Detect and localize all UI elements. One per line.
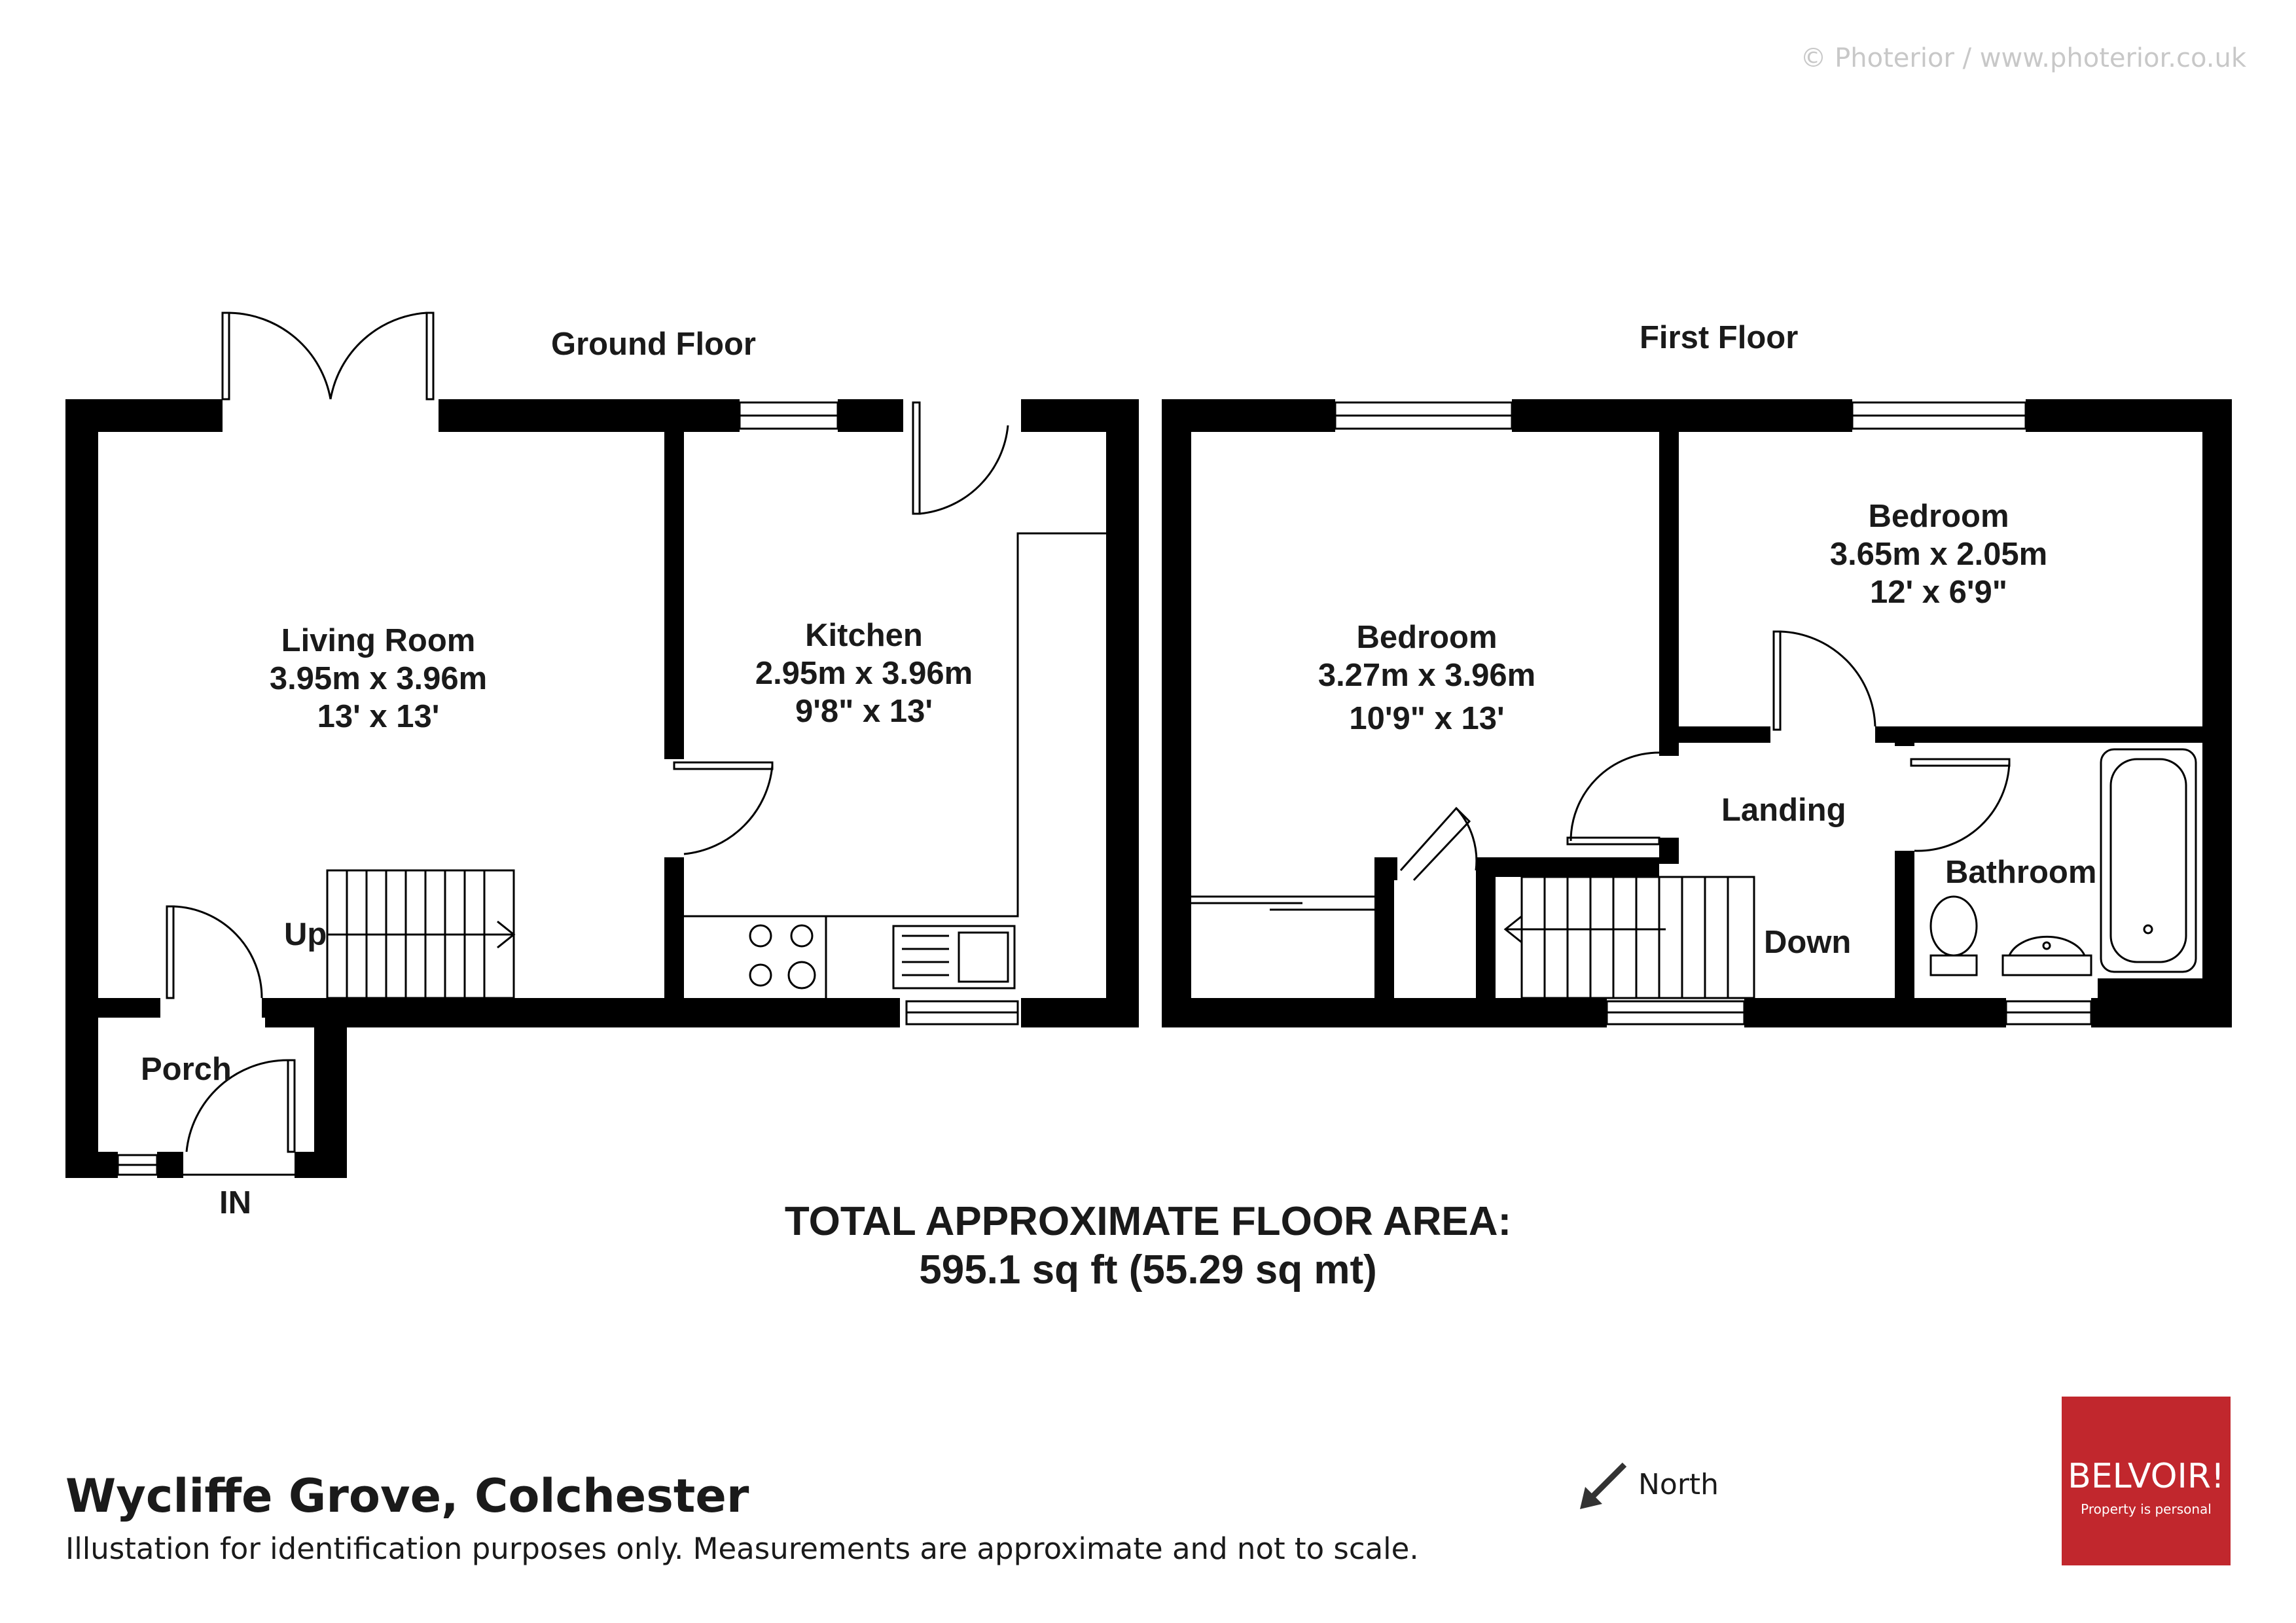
stairs-up-label: Up bbox=[284, 917, 327, 952]
total-area-value: 595.1 sq ft (55.29 sq mt) bbox=[919, 1247, 1377, 1293]
bathroom-label: Bathroom bbox=[1945, 855, 2097, 890]
kitchen-metric: 2.95m x 3.96m bbox=[755, 656, 973, 691]
north-arrow-icon bbox=[1580, 1462, 1627, 1509]
bedroom-1-imperial: 10'9" x 13' bbox=[1349, 701, 1505, 736]
bedroom-2-label: Bedroom 3.65m x 2.05m 12' x 6'9" bbox=[1830, 497, 2047, 611]
porch-label: Porch bbox=[141, 1052, 232, 1087]
entrance-label: IN bbox=[219, 1185, 251, 1221]
brand-name: BELVOIR! bbox=[2068, 1457, 2225, 1496]
bedroom-1-label: Bedroom 3.27m x 3.96m 10'9" x 13' bbox=[1318, 618, 1535, 738]
bedroom-2-name: Bedroom bbox=[1868, 499, 2009, 534]
living-room-metric: 3.95m x 3.96m bbox=[269, 661, 488, 696]
living-room-label: Living Room 3.95m x 3.96m 13' x 13' bbox=[270, 622, 487, 736]
living-room-imperial: 13' x 13' bbox=[317, 699, 440, 734]
living-room-name: Living Room bbox=[281, 623, 476, 658]
bedroom-1-name: Bedroom bbox=[1356, 620, 1498, 655]
bedroom-2-imperial: 12' x 6'9" bbox=[1869, 575, 2008, 610]
brand-logo: BELVOIR! Property is personal bbox=[2062, 1397, 2231, 1565]
kitchen-label: Kitchen 2.95m x 3.96m 9'8" x 13' bbox=[755, 616, 973, 730]
ground-floor-title: Ground Floor bbox=[551, 327, 756, 362]
north-label: North bbox=[1638, 1468, 1719, 1501]
kitchen-imperial: 9'8" x 13' bbox=[795, 694, 933, 729]
kitchen-name: Kitchen bbox=[805, 618, 923, 653]
copyright-notice: © Photerior / www.photerior.co.uk bbox=[1800, 43, 2246, 73]
bedroom-2-metric: 3.65m x 2.05m bbox=[1829, 537, 2048, 572]
stairs-down-label: Down bbox=[1764, 925, 1852, 960]
brand-tagline: Property is personal bbox=[2081, 1501, 2212, 1517]
bedroom-1-metric: 3.27m x 3.96m bbox=[1318, 658, 1536, 693]
landing-label: Landing bbox=[1721, 793, 1846, 828]
total-area-heading: TOTAL APPROXIMATE FLOOR AREA: bbox=[784, 1199, 1512, 1244]
total-floor-area: TOTAL APPROXIMATE FLOOR AREA: 595.1 sq f… bbox=[785, 1198, 1511, 1294]
first-floor-title: First Floor bbox=[1640, 320, 1799, 355]
disclaimer-text: Illustation for identification purposes … bbox=[65, 1531, 1419, 1566]
property-address: Wycliffe Grove, Colchester bbox=[65, 1469, 749, 1523]
